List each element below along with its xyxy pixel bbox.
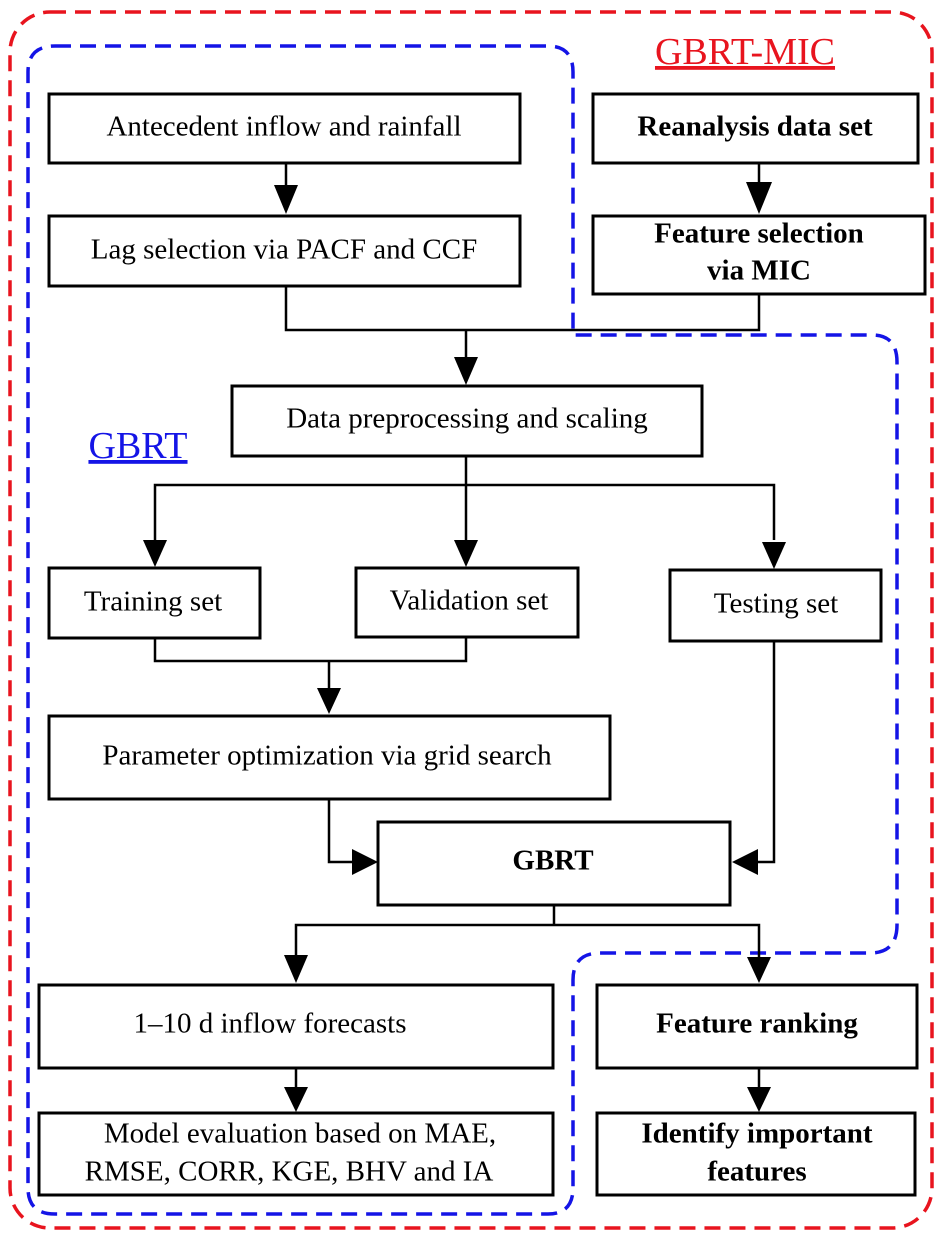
- node-label: Reanalysis data set: [637, 111, 873, 143]
- node-label-line1: Model evaluation based on MAE,: [104, 1118, 496, 1150]
- arrowhead-icon: [274, 185, 298, 214]
- node-label: Feature ranking: [656, 1008, 858, 1040]
- edge-paramopt-gbrt: [327, 799, 352, 864]
- node-reanalysis: Reanalysis data set: [591, 92, 920, 165]
- region-gbrt-mic: [8, 10, 934, 1230]
- arrowhead-icon: [747, 957, 771, 983]
- node-label: 1–10 d inflow forecasts: [133, 1008, 406, 1040]
- arrowhead-icon: [284, 1087, 308, 1112]
- edge-testing-gbrt: [758, 641, 776, 864]
- connectors: [143, 163, 786, 1112]
- edge-merge-sets: [153, 637, 468, 663]
- arrowhead-icon: [284, 955, 308, 983]
- node-evaluation: Model evaluation based on MAE, RMSE, COR…: [37, 1111, 555, 1197]
- arrowhead-icon: [762, 542, 786, 569]
- node-label-line1: Feature selection: [654, 218, 864, 250]
- arrowhead-icon: [352, 849, 378, 875]
- node-label: Training set: [84, 586, 222, 618]
- node-gbrt: GBRT: [376, 820, 732, 907]
- node-label: GBRT: [512, 845, 593, 877]
- node-feature-ranking: Feature ranking: [595, 983, 919, 1070]
- region-gbrt-mic-title: GBRT-MIC: [655, 31, 835, 73]
- arrowhead-icon: [747, 1087, 771, 1112]
- node-label-line2: features: [707, 1156, 806, 1188]
- node-training-set: Training set: [47, 566, 262, 640]
- arrowhead-icon: [143, 540, 167, 567]
- node-lag-selection: Lag selection via PACF and CCF: [47, 214, 522, 288]
- node-testing-set: Testing set: [668, 568, 883, 643]
- edge-merge-top: [284, 286, 761, 332]
- node-feature-selection: Feature selection via MIC: [591, 214, 927, 296]
- node-antecedent: Antecedent inflow and rainfall: [47, 92, 522, 165]
- arrowhead-icon: [317, 688, 341, 714]
- node-parameter-optimization: Parameter optimization via grid search: [47, 714, 612, 801]
- node-identify-features: Identify important features: [595, 1111, 917, 1197]
- node-validation-set: Validation set: [354, 566, 580, 639]
- arrowhead-icon: [454, 357, 478, 385]
- node-label: Parameter optimization via grid search: [102, 740, 552, 772]
- node-label: Validation set: [390, 585, 549, 617]
- arrowhead-icon: [454, 540, 478, 567]
- edge-split-bar: [153, 483, 776, 540]
- region-gbrt: [26, 44, 899, 1216]
- arrowhead-icon: [732, 849, 758, 875]
- region-gbrt-title: GBRT: [88, 425, 187, 467]
- edge-gbrt-bar: [294, 923, 761, 957]
- node-preprocess: Data preprocessing and scaling: [230, 384, 704, 458]
- node-label: Testing set: [714, 588, 838, 620]
- node-label-line2: RMSE, CORR, KGE, BHV and IA: [85, 1156, 494, 1188]
- node-label: Lag selection via PACF and CCF: [91, 234, 477, 266]
- arrowhead-icon: [746, 182, 772, 214]
- node-label: Data preprocessing and scaling: [286, 403, 648, 435]
- node-label-line2: via MIC: [707, 255, 811, 287]
- node-label-line1: Identify important: [641, 1118, 873, 1150]
- node-forecasts: 1–10 d inflow forecasts: [37, 983, 555, 1070]
- node-label: Antecedent inflow and rainfall: [106, 111, 461, 143]
